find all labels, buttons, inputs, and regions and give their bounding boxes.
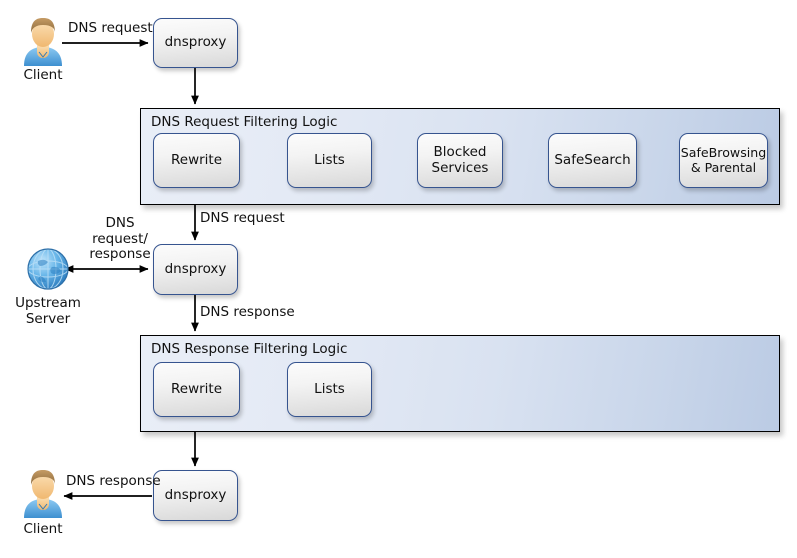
- stage-resp-lists[interactable]: Lists: [287, 362, 372, 417]
- edge-label-proxy-to-client: DNS response: [66, 473, 161, 489]
- dns-response-filtering-group: DNS Response Filtering Logic: [140, 335, 780, 432]
- dnsproxy-node-2[interactable]: dnsproxy: [153, 244, 238, 295]
- dns-response-filtering-title: DNS Response Filtering Logic: [151, 341, 348, 357]
- stage-resp-rewrite[interactable]: Rewrite: [153, 362, 240, 417]
- stage-req-blocked-services-label-line2: Services: [431, 159, 489, 176]
- stage-req-rewrite-label: Rewrite: [170, 151, 223, 168]
- actor-label-client-top: Client: [23, 67, 63, 83]
- globe-icon: [22, 243, 74, 295]
- dnsproxy-node-3-label: dnsproxy: [164, 486, 227, 503]
- edge-label-upstream-line1: DNS: [105, 215, 135, 231]
- edge-label-upstream-line2: request/: [92, 230, 148, 247]
- dnsproxy-node-1[interactable]: dnsproxy: [153, 18, 238, 68]
- stage-req-safebrowsing-label-line2: & Parental: [690, 159, 757, 175]
- stage-req-lists[interactable]: Lists: [287, 133, 372, 188]
- edge-label-upstream: DNS request/ response: [72, 215, 168, 263]
- actor-label-upstream-line2: Server: [25, 310, 71, 327]
- edge-label-proxy-to-response-group: DNS response: [200, 304, 295, 320]
- stage-resp-rewrite-label: Rewrite: [170, 380, 223, 397]
- dns-request-filtering-title: DNS Request Filtering Logic: [151, 114, 338, 130]
- actor-label-upstream-server: Upstream Server: [5, 295, 91, 327]
- dnsproxy-node-1-label: dnsproxy: [164, 34, 227, 51]
- stage-req-blocked-services[interactable]: Blocked Services: [417, 133, 503, 188]
- stage-resp-lists-label: Lists: [314, 380, 345, 397]
- stage-req-lists-label: Lists: [314, 151, 345, 168]
- stage-req-blocked-services-label-line1: Blocked: [433, 143, 487, 160]
- user-icon: [20, 14, 66, 66]
- edge-label-client-to-proxy: DNS request: [68, 20, 153, 36]
- stage-req-safebrowsing-parental[interactable]: SafeBrowsing & Parental: [679, 133, 768, 188]
- actor-label-client-bottom: Client: [23, 521, 63, 537]
- dnsproxy-node-3[interactable]: dnsproxy: [153, 470, 238, 521]
- stage-req-safesearch-label: SafeSearch: [554, 151, 631, 168]
- edge-label-proxy-to-request-group: DNS request: [200, 210, 285, 226]
- stage-req-safebrowsing-label-line1: SafeBrowsing: [680, 145, 767, 161]
- actor-label-upstream-line1: Upstream: [15, 295, 81, 311]
- dnsproxy-node-2-label: dnsproxy: [164, 260, 227, 277]
- stage-req-safesearch[interactable]: SafeSearch: [548, 133, 637, 188]
- user-icon: [20, 466, 66, 518]
- edge-label-upstream-line3: response: [89, 246, 151, 263]
- stage-req-rewrite[interactable]: Rewrite: [153, 133, 240, 188]
